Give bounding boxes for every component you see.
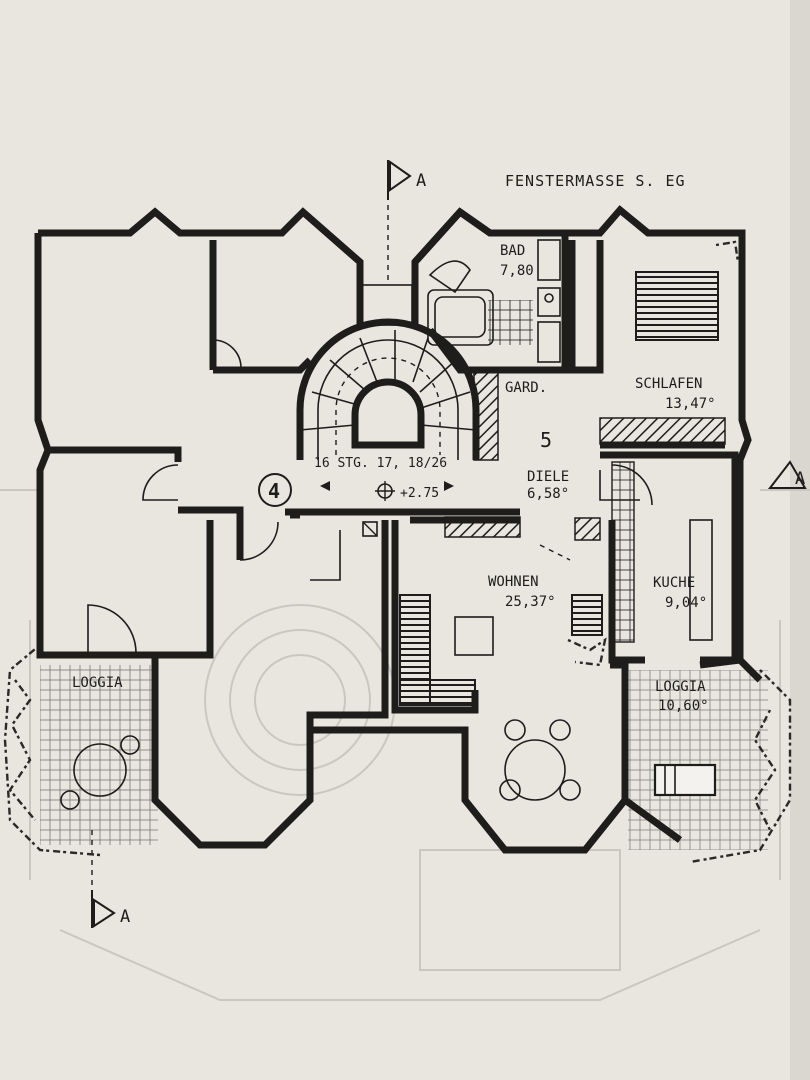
loggia-right-area: 10,60°	[658, 698, 709, 714]
diele-area: 6,58°	[527, 486, 569, 502]
section-mark-right-label: A	[795, 469, 805, 489]
kuche-name: KUCHE	[653, 575, 695, 591]
section-mark-top-label: A	[416, 171, 426, 191]
bathroom	[412, 207, 569, 374]
left-loggia-planting	[3, 644, 158, 857]
schlafen-name: SCHLAFEN	[635, 376, 702, 392]
living-room	[399, 544, 607, 801]
diele-name: DIELE	[527, 469, 569, 485]
wohnen-area: 25,37°	[505, 594, 556, 610]
door-swings-left	[87, 339, 341, 655]
section-mark-right: A	[767, 460, 807, 489]
wohnen-name: WOHNEN	[488, 574, 539, 590]
section-mark-bottom-label: A	[120, 907, 130, 927]
kuche-area: 9,04°	[665, 595, 707, 611]
stair-hall	[296, 284, 480, 460]
right-loggia-wall	[621, 657, 763, 843]
loggia-right-name: LOGGIA	[655, 679, 706, 695]
unit-number: 5	[540, 428, 552, 452]
level-indicator	[320, 481, 454, 501]
drawing-title: FENSTERMASSE S. EG	[505, 172, 686, 190]
level-label: +2.75	[400, 486, 439, 501]
bedroom	[568, 240, 740, 449]
room-labels: BAD 7,80 GARD. SCHLAFEN 13,47° 5 DIELE 6…	[72, 243, 716, 714]
section-mark-bottom: A	[91, 890, 130, 928]
bad-name: BAD	[500, 243, 525, 259]
ghost-drawing	[0, 489, 810, 1001]
kitchen	[574, 451, 739, 664]
shaft-left	[362, 521, 378, 537]
inner-walls-left	[48, 240, 313, 659]
section-mark-top: A	[387, 160, 426, 200]
stair-number-circle	[258, 473, 292, 507]
corridor-cabinet	[444, 516, 521, 538]
stair-number: 4	[268, 479, 280, 503]
corridor-walls	[285, 508, 520, 730]
gard-name: GARD.	[505, 380, 547, 396]
stair-steps-label: 16 STG. 17, 18/26	[314, 456, 447, 471]
paper-shadow	[790, 0, 810, 1080]
right-loggia-planting	[628, 669, 792, 864]
schlafen-area: 13,47°	[665, 396, 716, 412]
bad-area: 7,80	[500, 263, 534, 279]
loggia-left-name: LOGGIA	[72, 675, 123, 691]
